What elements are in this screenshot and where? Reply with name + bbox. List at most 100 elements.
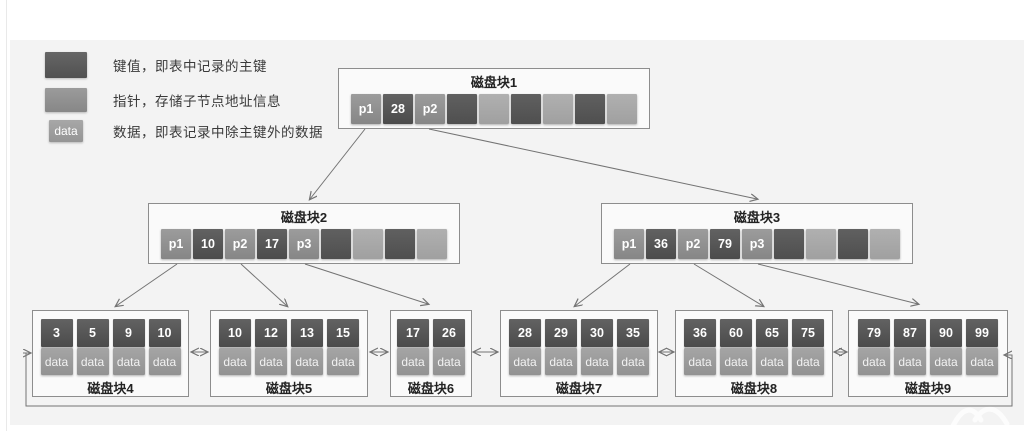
key-cell: 30 (581, 319, 613, 347)
pointer-cell: p1 (614, 229, 644, 259)
key-cell: 28 (383, 94, 413, 124)
key-cell: 26 (433, 319, 465, 347)
empty-cell (447, 94, 477, 124)
pointer-cell: p1 (351, 94, 381, 124)
key-cell: 17 (257, 229, 287, 259)
node-title: 磁盘块9 (904, 381, 952, 396)
empty-cell (479, 94, 509, 124)
key-cell: 28 (509, 319, 541, 347)
key-cell: 65 (756, 319, 788, 347)
empty-cell (774, 229, 804, 259)
data-cell: data (720, 348, 752, 375)
data-cell: data (397, 348, 429, 375)
pointer-cell: p2 (225, 229, 255, 259)
data-swatch: data (49, 120, 83, 142)
data-cell: data (966, 348, 998, 375)
node-title: 磁盘块8 (730, 381, 778, 396)
pointer-swatch (45, 88, 87, 112)
node-title: 磁盘块3 (733, 210, 781, 225)
node-title: 磁盘块5 (265, 381, 313, 396)
data-cell: data (545, 348, 577, 375)
key-cell: 79 (858, 319, 890, 347)
legend-label: 数据，即表记录中除主键外的数据 (113, 125, 323, 140)
data-cell: data (148, 348, 181, 375)
data-cell: data (40, 348, 73, 375)
node-title: 磁盘块1 (470, 75, 518, 90)
empty-cell (353, 229, 383, 259)
empty-cell (575, 94, 605, 124)
key-cell: 99 (966, 319, 998, 347)
pointer-cell: p3 (742, 229, 772, 259)
data-cell: data (858, 348, 890, 375)
watermark (950, 406, 1010, 429)
node-title: 磁盘块4 (87, 381, 134, 396)
key-cell: 75 (792, 319, 824, 347)
key-cell: 90 (930, 319, 962, 347)
key-cell: 15 (327, 319, 359, 347)
key-cell: 10 (193, 229, 223, 259)
empty-cell (543, 94, 573, 124)
key-cell: 36 (646, 229, 676, 259)
empty-cell (806, 229, 836, 259)
left-edge-rule (6, 0, 7, 431)
node-title: 磁盘块2 (280, 210, 328, 225)
data-cell: data (433, 348, 465, 375)
empty-cell (385, 229, 415, 259)
pointer-cell: p2 (678, 229, 708, 259)
key-cell: 12 (255, 319, 287, 347)
key-cell: 35 (617, 319, 649, 347)
key-swatch (45, 52, 87, 78)
legend-item-key: 键值，即表中记录的主键 (45, 52, 267, 78)
empty-cell (607, 94, 637, 124)
key-cell: 60 (720, 319, 752, 347)
key-cell: 10 (148, 319, 181, 347)
node-title: 磁盘块6 (407, 381, 455, 396)
data-cell: data (509, 348, 541, 375)
key-cell: 5 (76, 319, 109, 347)
data-cell: data (581, 348, 613, 375)
legend-label: 指针，存储子节点地址信息 (113, 94, 281, 109)
pointer-cell: p3 (289, 229, 319, 259)
data-cell: data (291, 348, 323, 375)
empty-cell (321, 229, 351, 259)
key-cell: 29 (545, 319, 577, 347)
key-cell: 17 (397, 319, 429, 347)
pointer-cell: p2 (415, 94, 445, 124)
key-cell: 79 (710, 229, 740, 259)
data-cell: data (930, 348, 962, 375)
data-cell: data (792, 348, 824, 375)
data-cell: data (255, 348, 287, 375)
key-cell: 36 (684, 319, 716, 347)
key-cell: 10 (219, 319, 251, 347)
pointer-cell: p1 (161, 229, 191, 259)
legend-item-pointer: 指针，存储子节点地址信息 (45, 88, 281, 112)
data-cell: data (684, 348, 716, 375)
empty-cell (838, 229, 868, 259)
